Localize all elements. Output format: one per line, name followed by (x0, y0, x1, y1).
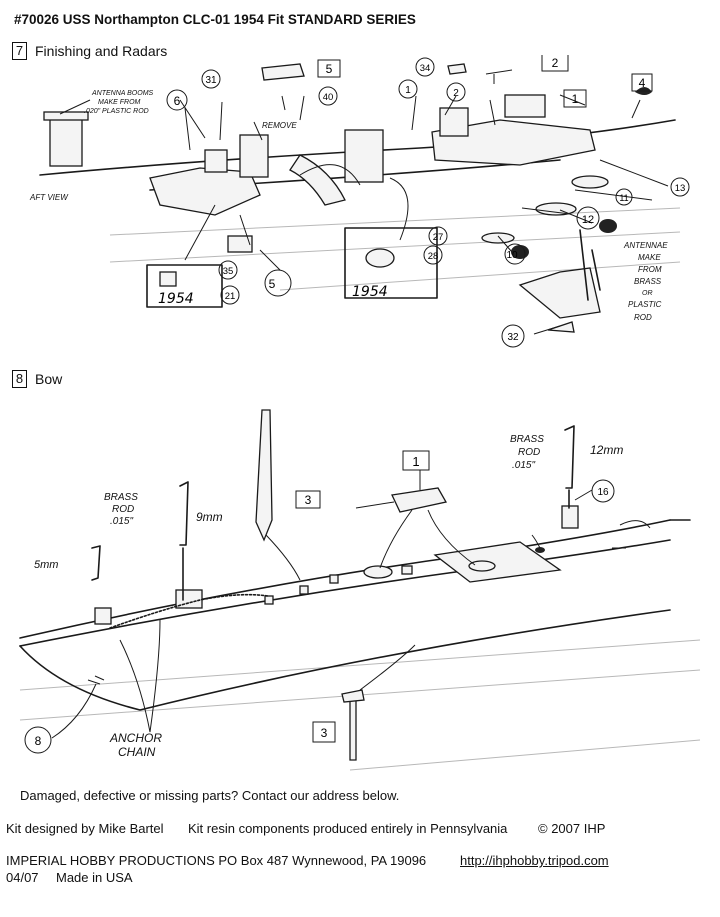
note-brass-rod-b-3: .015" (512, 460, 535, 471)
stern-deck-part (149, 167, 261, 216)
callout-10: 10 (506, 250, 518, 261)
step-8-number: 8 (12, 370, 27, 388)
note-size-9mm: 9mm (196, 510, 223, 524)
callout-3-box-lower: 3 (321, 726, 328, 740)
note-1954-a: 1954 (158, 291, 194, 307)
note-anchor-chain-2: CHAIN (118, 745, 156, 759)
note-antenna-booms-1: ANTENNA BOOMS (91, 90, 154, 97)
note-brass-rod-b-2: ROD (518, 447, 540, 458)
callout-3-box-upper: 3 (305, 493, 312, 507)
callout-40: 40 (323, 92, 334, 103)
anchor-chain (109, 593, 269, 629)
step-7-number: 7 (12, 42, 27, 60)
note-antennae-2: MAKE (638, 253, 661, 262)
note-antennae-7: ROD (634, 313, 652, 322)
step-7-label: Finishing and Radars (35, 43, 168, 59)
note-brass-rod-a-1: BRASS (104, 492, 138, 503)
damaged-parts-note: Damaged, defective or missing parts? Con… (20, 788, 400, 803)
callout-2-circle: 2 (453, 88, 459, 99)
callout-8: 8 (35, 734, 42, 748)
callout-2-box: 2 (552, 56, 559, 70)
note-aft-view: AFT VIEW (29, 193, 69, 202)
kit-designer: Kit designed by Mike Bartel (6, 821, 164, 836)
step-8-drawing: 3 1 16 8 3 BRASS ROD .015" 9mm 5mm BRASS… (19, 409, 701, 771)
callout-28: 28 (428, 251, 439, 262)
note-brass-rod-b-1: BRASS (510, 434, 544, 445)
step-8-header: 8 Bow (12, 370, 62, 388)
callout-5-box: 5 (326, 62, 333, 76)
note-antenna-booms-3: .020" PLASTIC ROD (84, 108, 149, 115)
callout-32: 32 (507, 332, 519, 343)
callout-11: 11 (619, 193, 628, 203)
note-brass-rod-a-2: ROD (112, 504, 134, 515)
callout-1-box: 1 (412, 454, 419, 469)
callout-27: 27 (433, 232, 444, 243)
website-link[interactable]: http://ihphobby.tripod.com (460, 853, 609, 868)
resin-origin: Kit resin components produced entirely i… (188, 821, 508, 836)
note-1954-b: 1954 (352, 284, 388, 300)
callout-21: 21 (225, 291, 236, 302)
callout-4-box: 4 (639, 76, 646, 90)
note-antennae-3: FROM (638, 265, 662, 274)
company-address: IMPERIAL HOBBY PRODUCTIONS PO Box 487 Wy… (6, 853, 427, 868)
note-antennae-1: ANTENNAE (623, 241, 668, 250)
document-title: #70026 USS Northampton CLC-01 1954 Fit S… (14, 12, 416, 27)
callout-1-box: 1 (572, 92, 579, 106)
callout-group-step-7: 31 5 40 34 2 1 2 1 4 6 13 11 12 10 35 21… (166, 55, 690, 348)
note-antennae-4: BRASS (634, 277, 662, 286)
callout-5-circle: 5 (269, 277, 276, 291)
hull-deck-edge (39, 119, 676, 176)
callout-13: 13 (675, 183, 686, 194)
callout-6: 6 (174, 94, 181, 108)
copyright: © 2007 IHP (538, 821, 606, 836)
step-7-header: 7 Finishing and Radars (12, 42, 167, 60)
note-anchor-chain-1: ANCHOR (109, 731, 162, 745)
note-size-5mm: 5mm (34, 559, 58, 571)
gun-part-1 (391, 487, 448, 513)
bow-deck-edge (19, 519, 671, 639)
callout-1-circle: 1 (405, 85, 411, 96)
note-antennae-5: OR (642, 290, 653, 297)
step-8-label: Bow (35, 371, 63, 387)
foredeck-part (433, 541, 562, 583)
made-in: Made in USA (56, 870, 133, 885)
note-size-12mm: 12mm (590, 443, 623, 457)
mast-part-3 (255, 409, 273, 542)
note-brass-rod-a-3: .015" (110, 516, 133, 527)
note-antennae-6: PLASTIC (628, 300, 662, 309)
callout-group-step-8: 3 1 16 8 3 (24, 450, 615, 754)
note-antenna-booms-2: MAKE FROM (98, 99, 141, 106)
callout-34: 34 (420, 63, 431, 74)
print-date: 04/07 (6, 870, 39, 885)
callout-35: 35 (223, 266, 234, 277)
callout-31: 31 (205, 75, 217, 86)
callout-16: 16 (597, 487, 609, 498)
step-7-drawing: 31 5 40 34 2 1 2 1 4 6 13 11 12 10 35 21… (29, 55, 690, 348)
note-remove: REMOVE (262, 121, 297, 130)
callout-12: 12 (582, 214, 594, 226)
